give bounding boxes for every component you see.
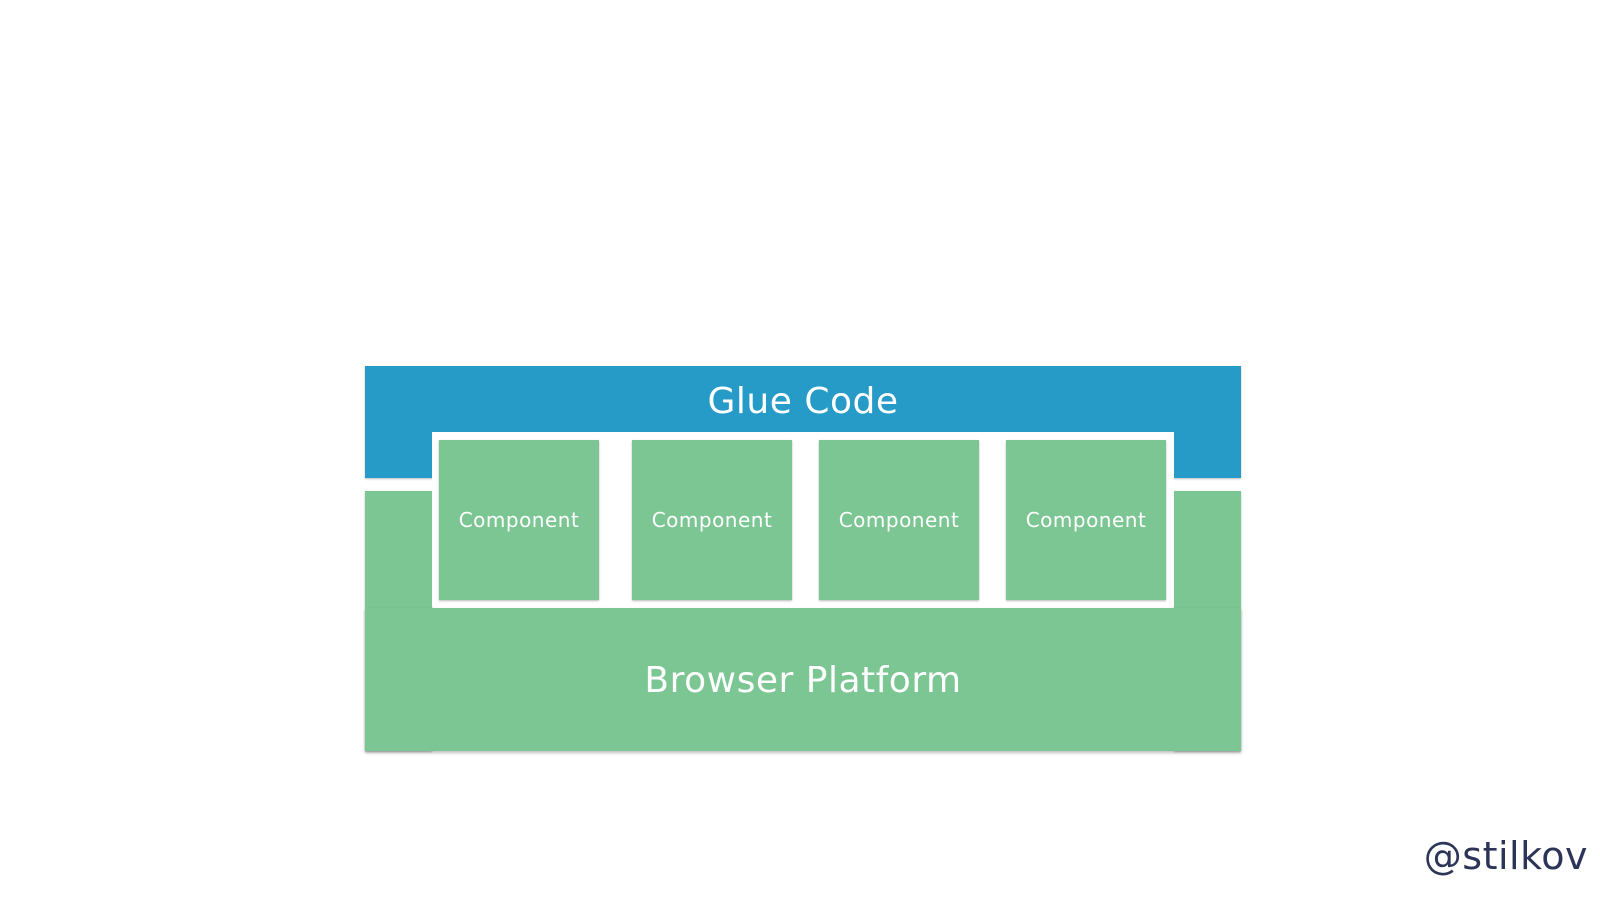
component-box: Component (1006, 440, 1166, 600)
browser-platform-base (365, 608, 1241, 751)
component-label: Component (838, 508, 960, 532)
glue-code-label: Glue Code (707, 381, 899, 422)
component-label: Component (651, 508, 773, 532)
author-handle: @stilkov (1423, 834, 1588, 878)
component-box: Component (819, 440, 979, 600)
component-box: Component (632, 440, 792, 600)
component-label: Component (458, 508, 580, 532)
component-box: Component (439, 440, 599, 600)
browser-platform-label: Browser Platform (644, 660, 962, 701)
component-label: Component (1025, 508, 1147, 532)
